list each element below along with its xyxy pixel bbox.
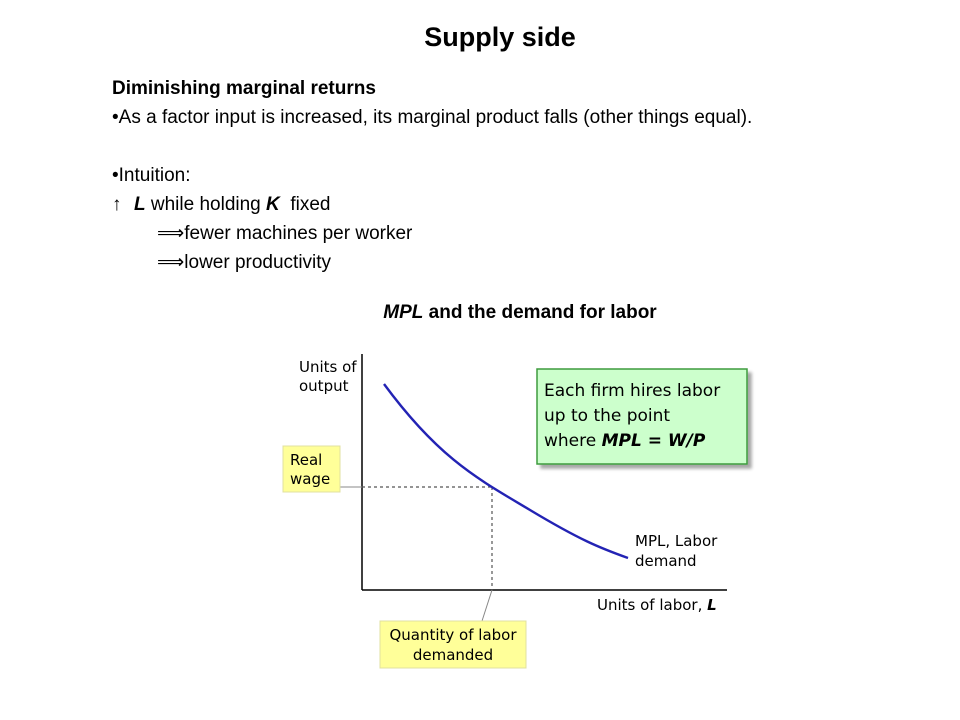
heading-diminishing-returns: Diminishing marginal returns bbox=[112, 78, 376, 99]
implies-fewer-machines: ⟹ fewer machines per worker bbox=[112, 219, 752, 248]
callout-line-1: Each firm hires labor bbox=[544, 381, 720, 401]
quantity-label-2: demanded bbox=[413, 646, 493, 664]
y-axis-label-1: Units of bbox=[299, 358, 357, 376]
up-arrow-icon: ↑ bbox=[112, 194, 122, 215]
real-wage-label-2: wage bbox=[290, 470, 330, 488]
chart-title-var: MPL bbox=[383, 302, 424, 323]
chart-title-rest: and the demand for labor bbox=[423, 302, 657, 323]
quantity-box bbox=[379, 620, 527, 669]
curve-label-1: MPL, Labor bbox=[635, 532, 718, 550]
quantity-label-1: Quantity of labor bbox=[389, 626, 517, 644]
callout-line-3: where MPL = W/P bbox=[544, 431, 706, 451]
quantity-leader bbox=[481, 589, 493, 622]
slide-title: Supply side bbox=[424, 22, 576, 52]
text-block: Diminishing marginal returns •As a facto… bbox=[112, 74, 752, 277]
implies-icon: ⟹ bbox=[157, 252, 185, 273]
mpl-curve bbox=[383, 383, 629, 560]
labor-variable: L bbox=[134, 194, 146, 215]
fixed-text: fixed bbox=[279, 194, 331, 215]
implies-icon: ⟹ bbox=[157, 223, 185, 244]
bullet-marginal-product: •As a factor input is increased, its mar… bbox=[112, 107, 753, 128]
real-wage-label-1: Real bbox=[290, 451, 322, 469]
x-axis-label: Units of labor, L bbox=[597, 596, 717, 614]
capital-variable: K bbox=[266, 194, 280, 215]
callout-box bbox=[536, 368, 748, 465]
curve-label-2: demand bbox=[635, 552, 697, 570]
real-wage-box bbox=[282, 445, 341, 493]
callout-where: where bbox=[544, 431, 602, 451]
chart-title: MPL and the demand for labor bbox=[0, 302, 960, 324]
bullet-intuition: •Intuition: bbox=[112, 165, 191, 186]
callout-equation: MPL = W/P bbox=[602, 431, 706, 451]
implies-lower-productivity: ⟹ lower productivity bbox=[112, 248, 752, 277]
x-axis-var: L bbox=[707, 596, 717, 614]
x-axis-label-text: Units of labor, bbox=[597, 596, 707, 614]
holding-text: while holding bbox=[145, 194, 267, 215]
fewer-machines-text: fewer machines per worker bbox=[179, 223, 413, 244]
y-axis-label-2: output bbox=[299, 377, 349, 395]
callout-line-2: up to the point bbox=[544, 406, 670, 426]
lower-productivity-text: lower productivity bbox=[179, 252, 332, 273]
increase-labor-line: ↑ L while holding K fixed bbox=[112, 190, 752, 219]
